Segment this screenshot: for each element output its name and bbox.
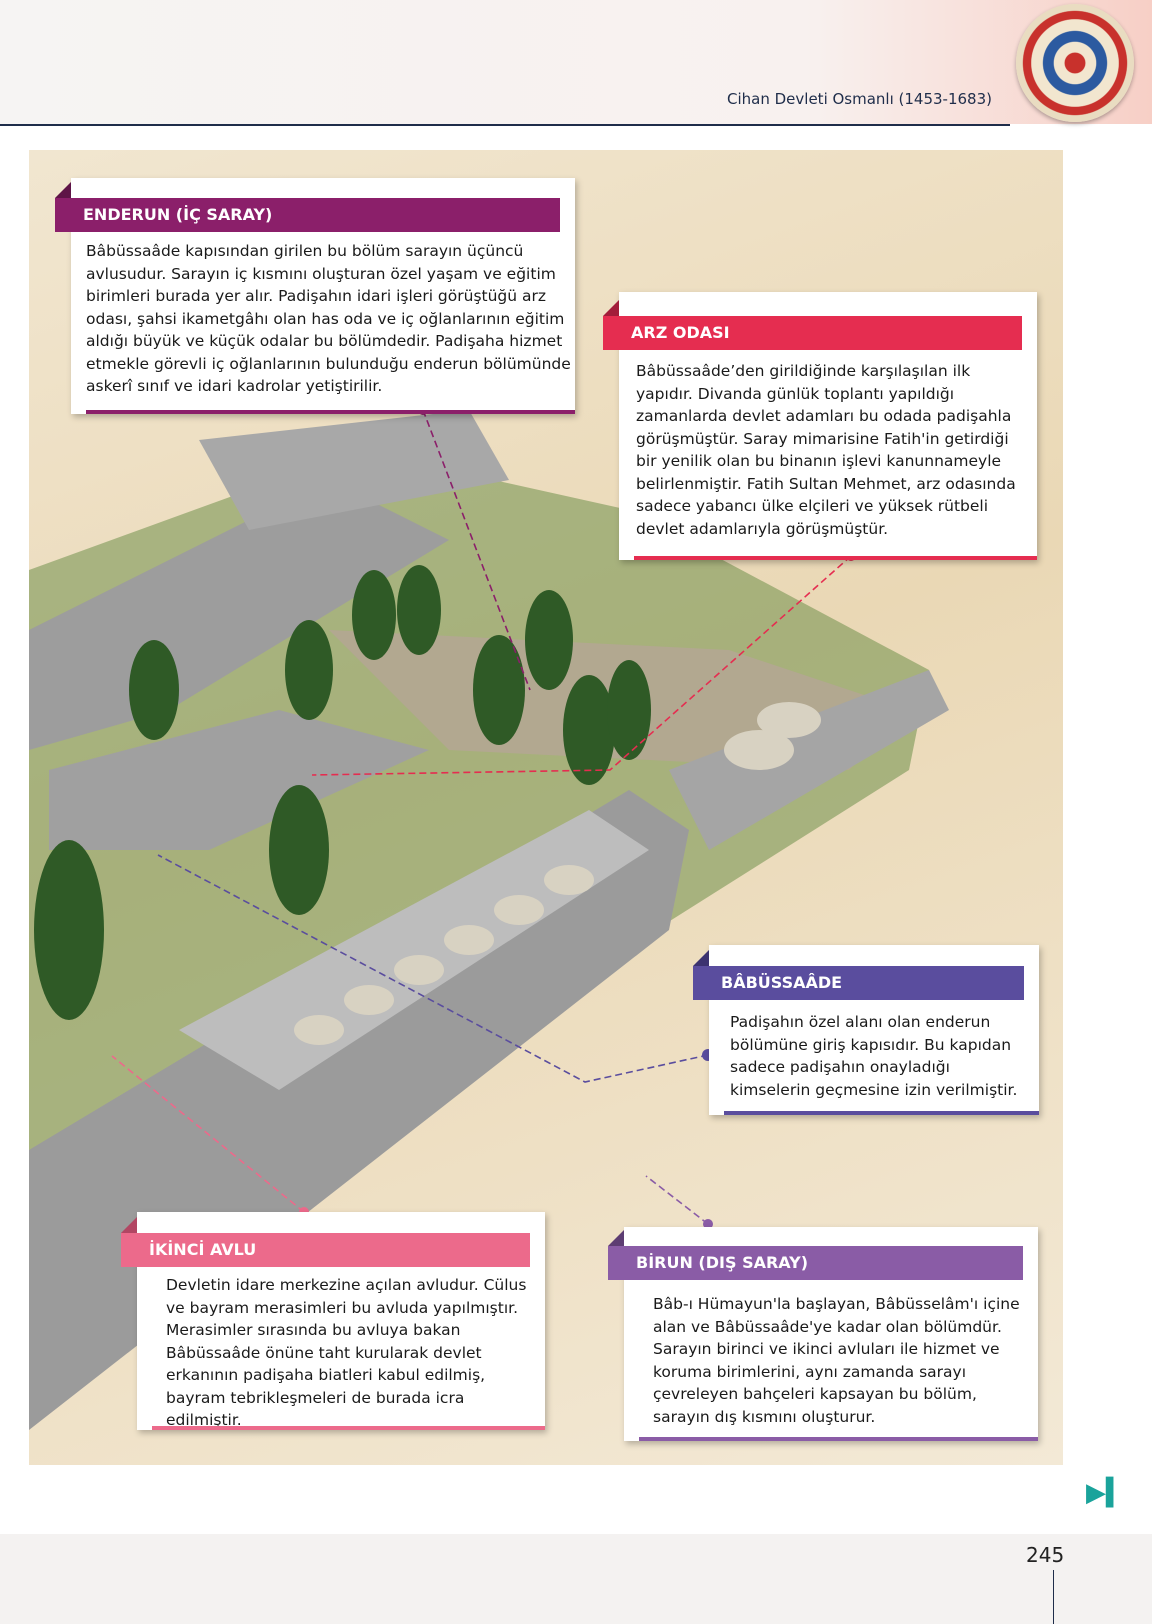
callout-arz-odasi: ARZ ODASI Bâbüssaâde’den girildiğinde ka…	[603, 292, 1037, 560]
callout-ikinci-avlu: İKİNCİ AVLU Devletin idare merkezine açı…	[121, 1212, 545, 1430]
ornament-medallion-icon	[1016, 4, 1134, 122]
callout-birun: BİRUN (DIŞ SARAY) Bâb-ı Hümayun'la başla…	[608, 1227, 1038, 1441]
callout-text: Bâbüssaâde’den girildiğinde karşılaşılan…	[636, 362, 1016, 538]
play-next-icon[interactable]: ▶▍	[1086, 1478, 1126, 1508]
callout-title: ARZ ODASI	[603, 300, 1022, 350]
callout-enderun: ENDERUN (İÇ SARAY) Bâbüssaâde kapısından…	[55, 178, 575, 414]
callout-text: Bâbüssaâde kapısından girilen bu bölüm s…	[86, 242, 571, 395]
header-divider	[0, 124, 1010, 126]
callout-title: İKİNCİ AVLU	[121, 1217, 530, 1267]
running-title: Cihan Devleti Osmanlı (1453-1683)	[727, 90, 992, 108]
header-band	[0, 0, 1152, 124]
callout-title: ENDERUN (İÇ SARAY)	[55, 182, 560, 232]
footer-band	[0, 1534, 1152, 1624]
callout-title: BİRUN (DIŞ SARAY)	[608, 1230, 1023, 1280]
callout-text: Devletin idare merkezine açılan avludur.…	[166, 1276, 527, 1429]
callout-text: Padişahın özel alanı olan enderun bölümü…	[730, 1013, 1018, 1099]
callout-babussaade: BÂBÜSSAÂDE Padişahın özel alanı olan end…	[693, 945, 1039, 1115]
page-number: 245	[1026, 1543, 1065, 1567]
page-number-rule	[1053, 1570, 1054, 1624]
callout-title: BÂBÜSSAÂDE	[693, 950, 1024, 1000]
callout-text: Bâb-ı Hümayun'la başlayan, Bâbüsselâm'ı …	[653, 1295, 1020, 1426]
